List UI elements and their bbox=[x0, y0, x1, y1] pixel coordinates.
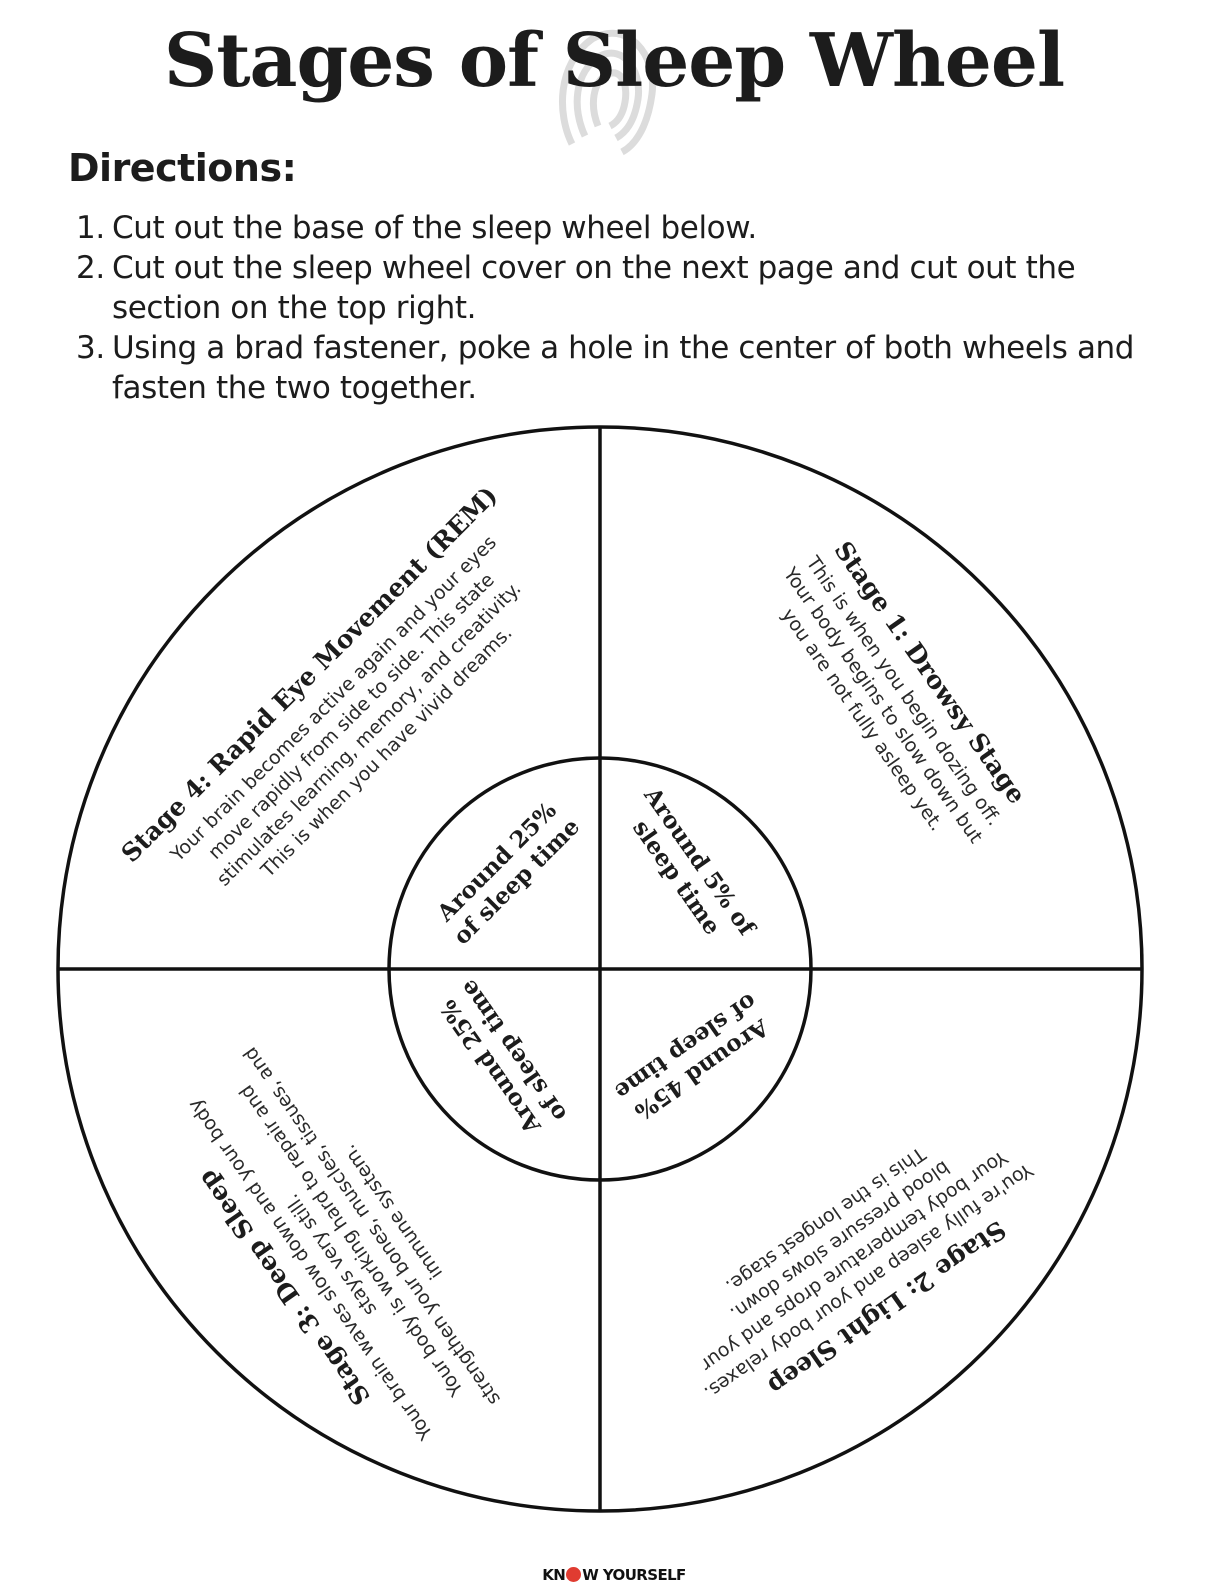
step-number: 2. bbox=[76, 250, 105, 286]
know-yourself-logo: KN W YOURSELF bbox=[0, 1566, 1228, 1584]
fingerprint-logo-icon bbox=[566, 1567, 582, 1582]
percent-stage-3: Around 25% of sleep time bbox=[434, 975, 572, 1140]
stage-description-line: Your body is working hard to repair and bbox=[235, 1081, 468, 1401]
percent-stage-2: Around 45% of sleep time bbox=[610, 988, 775, 1126]
step-number: 3. bbox=[76, 330, 105, 366]
step-number: 1. bbox=[76, 210, 105, 246]
step-text: Cut out the sleep wheel cover on the nex… bbox=[112, 250, 1076, 326]
fingerprint-watermark-icon bbox=[559, 29, 657, 156]
page-title: Stages of Sleep Wheel bbox=[163, 18, 1065, 104]
quadrant-stage-1: Stage 1: Drowsy Stage This is when you b… bbox=[777, 536, 1032, 847]
percent-stage-1: Around 5% of sleep time bbox=[627, 782, 761, 943]
logo-text-part1: KN bbox=[542, 1566, 566, 1584]
direction-step: 2. Cut out the sleep wheel cover on the … bbox=[76, 248, 1156, 328]
quadrant-stage-3: Stage 3: Deep Sleep Your brain waves slo… bbox=[184, 1043, 505, 1445]
quadrant-stage-2: Stage 2: Light Sleep You're fully asleep… bbox=[697, 1142, 1038, 1404]
step-text: Using a brad fastener, poke a hole in th… bbox=[112, 330, 1135, 406]
directions-list: 1. Cut out the base of the sleep wheel b… bbox=[76, 208, 1156, 408]
direction-step: 1. Cut out the base of the sleep wheel b… bbox=[76, 208, 1156, 248]
step-text: Cut out the base of the sleep wheel belo… bbox=[112, 210, 757, 246]
logo-text-part2: W YOURSELF bbox=[582, 1566, 686, 1584]
directions-heading: Directions: bbox=[68, 146, 297, 190]
direction-step: 3. Using a brad fastener, poke a hole in… bbox=[76, 328, 1156, 408]
stage-title: Stage 4: Rapid Eye Movement (REM) bbox=[116, 481, 503, 868]
title-container: Stages of Sleep Wheel bbox=[0, 18, 1228, 104]
